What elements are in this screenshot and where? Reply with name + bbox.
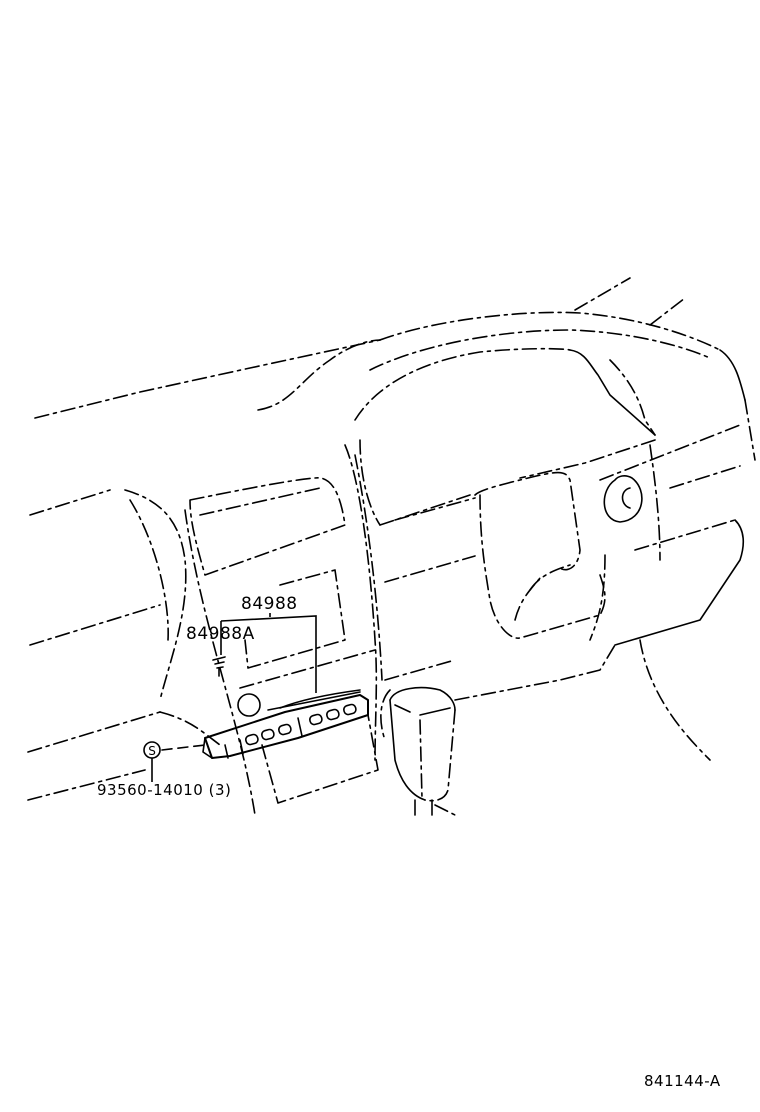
part-label-84988A: 84988A xyxy=(186,624,255,644)
svg-text:S: S xyxy=(148,744,156,758)
leader-lines xyxy=(151,613,317,782)
screw-symbol: S xyxy=(143,741,161,759)
part-label-84988: 84988 xyxy=(241,594,298,614)
figure-id: 841144-A xyxy=(644,1072,721,1090)
shift-knob xyxy=(389,686,456,816)
part-label-93560-14010: 93560-14010 (3) xyxy=(97,781,232,799)
dashboard-outline xyxy=(27,277,756,816)
switch-assembly-84988 xyxy=(202,689,369,759)
clip-84988A xyxy=(212,656,226,677)
steering-area xyxy=(380,424,745,761)
